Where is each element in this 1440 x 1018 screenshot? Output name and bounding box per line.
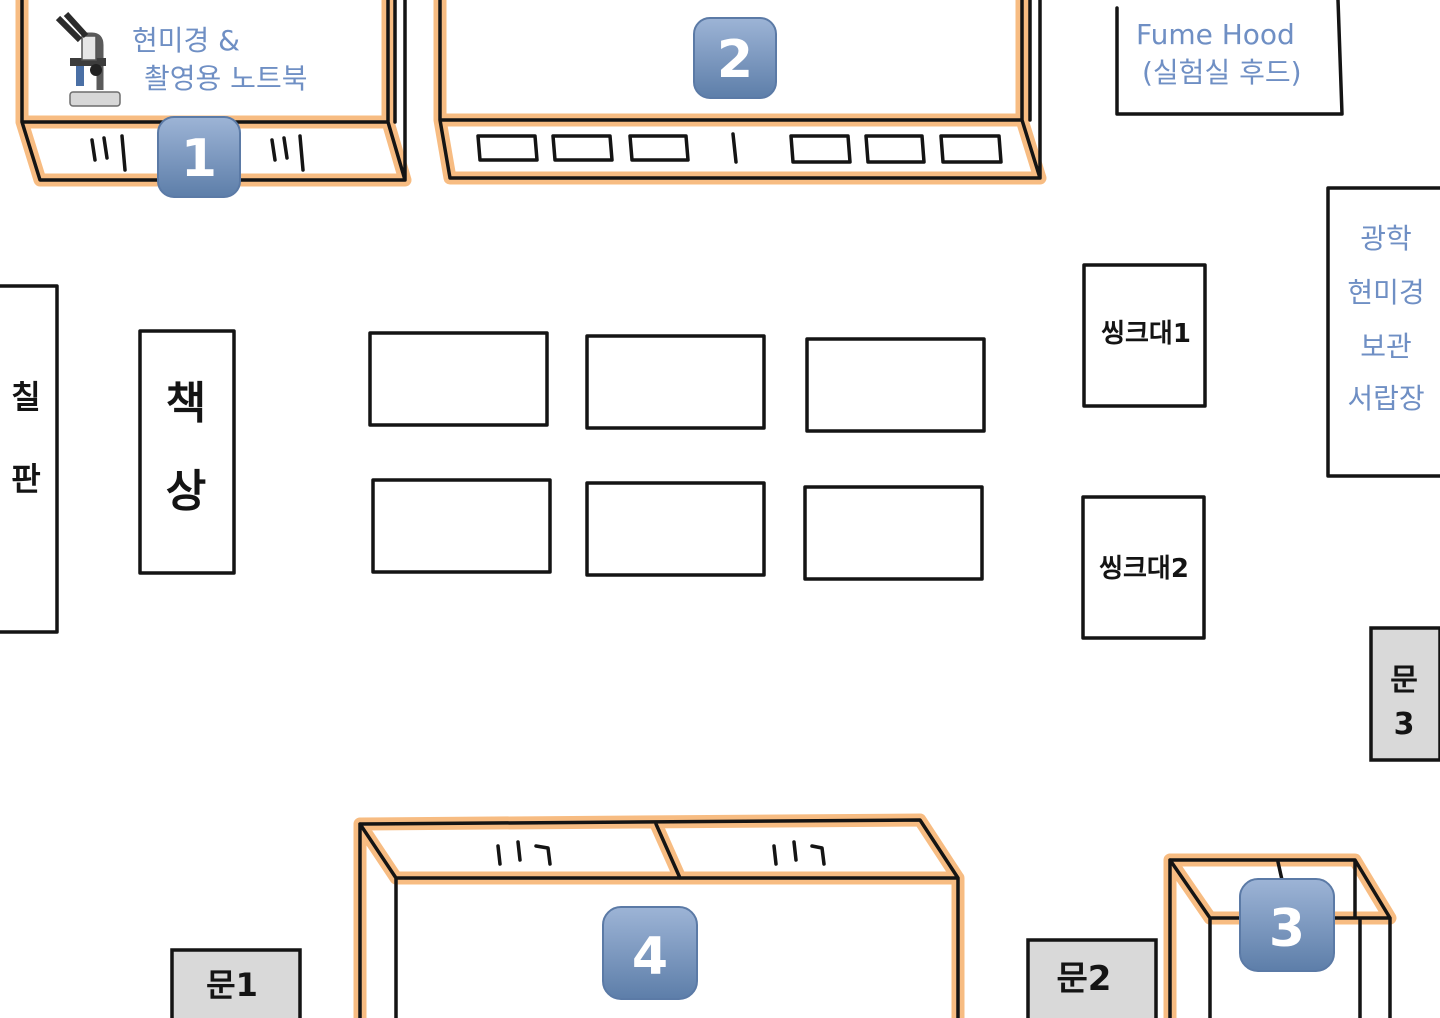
- cabinet-label-line1: 광학: [1360, 222, 1412, 255]
- student-table[interactable]: [805, 337, 986, 433]
- student-table[interactable]: [585, 481, 766, 577]
- door-3-label-line1: 문: [1390, 663, 1418, 698]
- counter-4[interactable]: [353, 813, 965, 1018]
- badge-2[interactable]: 2: [693, 17, 777, 99]
- badge-4-number: 4: [632, 927, 668, 987]
- teacher-desk-label-line2: 상: [166, 466, 206, 517]
- student-table[interactable]: [585, 334, 766, 430]
- sink-1[interactable]: 씽크대1: [1082, 263, 1207, 408]
- door-3[interactable]: 문 3: [1369, 626, 1440, 762]
- badge-3[interactable]: 3: [1239, 878, 1335, 972]
- sink-2[interactable]: 씽크대2: [1081, 495, 1206, 640]
- door-1[interactable]: 문1: [170, 948, 302, 1018]
- sink-2-label: 씽크대2: [1099, 554, 1189, 584]
- student-table[interactable]: [803, 485, 984, 581]
- student-table[interactable]: [368, 331, 549, 427]
- fume-hood[interactable]: Fume Hood (실험실 후드): [1115, 0, 1344, 116]
- door-3-label-line2: 3: [1394, 707, 1415, 742]
- microscope-area-label-line1: 현미경 &: [132, 24, 240, 57]
- door-2-label: 문2: [1057, 959, 1112, 999]
- badge-3-number: 3: [1269, 899, 1305, 959]
- cabinet-label-line2: 현미경: [1347, 276, 1424, 309]
- sink-1-label: 씽크대1: [1101, 319, 1191, 349]
- blackboard: 칠 판: [0, 284, 59, 634]
- cabinet-label-line4: 서랍장: [1347, 382, 1424, 415]
- badge-1[interactable]: 1: [157, 116, 241, 198]
- blackboard-label-line1: 칠: [11, 378, 40, 416]
- badge-2-number: 2: [717, 30, 753, 90]
- student-tables: [368, 331, 986, 581]
- counter-3[interactable]: [1163, 853, 1397, 1018]
- counter-2[interactable]: [433, 0, 1047, 185]
- teacher-desk-label-line1: 책: [166, 378, 206, 429]
- blackboard-label-line2: 판: [11, 460, 40, 498]
- student-table[interactable]: [371, 478, 552, 574]
- badge-4[interactable]: 4: [602, 906, 698, 1000]
- microscope-cabinet[interactable]: 광학 현미경 보관 서랍장: [1326, 186, 1440, 478]
- badge-1-number: 1: [181, 129, 217, 189]
- microscope-icon: [55, 11, 121, 107]
- teacher-desk[interactable]: 책 상: [138, 329, 236, 575]
- fume-hood-label-line2: (실험실 후드): [1142, 56, 1302, 89]
- microscope-area-label-line2: 촬영용 노트북: [144, 62, 307, 95]
- cabinet-label-line3: 보관: [1360, 330, 1412, 363]
- door-2[interactable]: 문2: [1026, 938, 1158, 1018]
- fume-hood-label-line1: Fume Hood: [1136, 18, 1295, 51]
- door-1-label: 문1: [206, 966, 258, 1004]
